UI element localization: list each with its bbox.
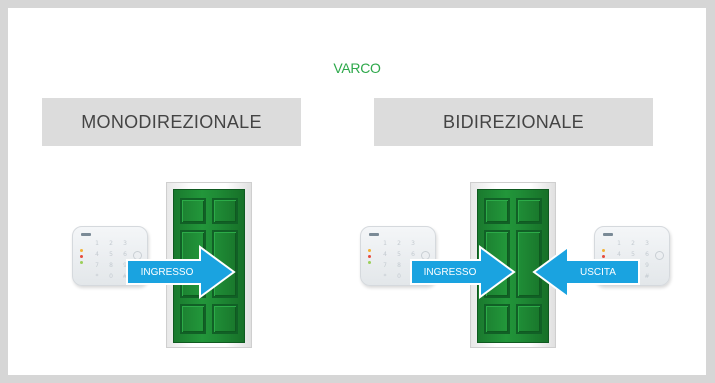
keypad-keys: 1 2 3 4 5 6 7 8 9 * 0 # xyxy=(91,239,131,280)
keypad-key: 6 xyxy=(645,251,649,258)
keypad-key: 0 xyxy=(109,273,113,280)
keypad-key: 8 xyxy=(397,262,401,269)
keypad-key: 5 xyxy=(397,251,401,258)
keypad-key: * xyxy=(95,273,99,280)
keypad-key: 3 xyxy=(411,240,415,247)
arrow-label: INGRESSO xyxy=(140,266,194,278)
keypad-key: 6 xyxy=(123,251,127,258)
arrow-ingresso-right: INGRESSO xyxy=(410,245,518,299)
arrow-label: USCITA xyxy=(580,266,616,278)
keypad-key: 5 xyxy=(109,251,113,258)
keypad-left-icon: 1 2 3 4 5 6 7 8 9 * 0 # xyxy=(72,226,148,286)
keypad-key: 4 xyxy=(95,251,99,258)
keypad-key: 5 xyxy=(631,251,635,258)
arrow-label: INGRESSO xyxy=(423,266,477,278)
keypad-key: 0 xyxy=(397,273,401,280)
keypad-key: 1 xyxy=(95,240,99,247)
keypad-key: 7 xyxy=(95,262,99,269)
keypad-key: 2 xyxy=(397,240,401,247)
keypad-key: 9 xyxy=(645,262,649,269)
keypad-key: 9 xyxy=(123,262,127,269)
keypad-key: 1 xyxy=(383,240,387,247)
arrow-uscita: USCITA xyxy=(530,245,640,299)
keypad-key: # xyxy=(122,273,128,280)
keypad-key: 8 xyxy=(109,262,113,269)
arrow-ingresso-left: INGRESSO xyxy=(126,245,238,299)
keypad-key: 2 xyxy=(631,240,635,247)
keypad-key: # xyxy=(644,273,650,280)
keypad-key: 1 xyxy=(617,240,621,247)
label-bidirezionale: BIDIREZIONALE xyxy=(374,98,653,146)
keypad-key: 7 xyxy=(383,262,387,269)
keypad-key: 2 xyxy=(109,240,113,247)
diagram-title: VARCO xyxy=(333,60,381,76)
keypad-key: 3 xyxy=(645,240,649,247)
keypad-key: 6 xyxy=(411,251,415,258)
keypad-key: 3 xyxy=(123,240,127,247)
keypad-key: 4 xyxy=(383,251,387,258)
label-monodirezionale: MONODIREZIONALE xyxy=(42,98,301,146)
keypad-key: * xyxy=(383,273,387,280)
keypad-key: 4 xyxy=(617,251,621,258)
diagram-canvas: VARCO MONODIREZIONALE BIDIREZIONALE 1 2 3 4… xyxy=(8,8,706,375)
